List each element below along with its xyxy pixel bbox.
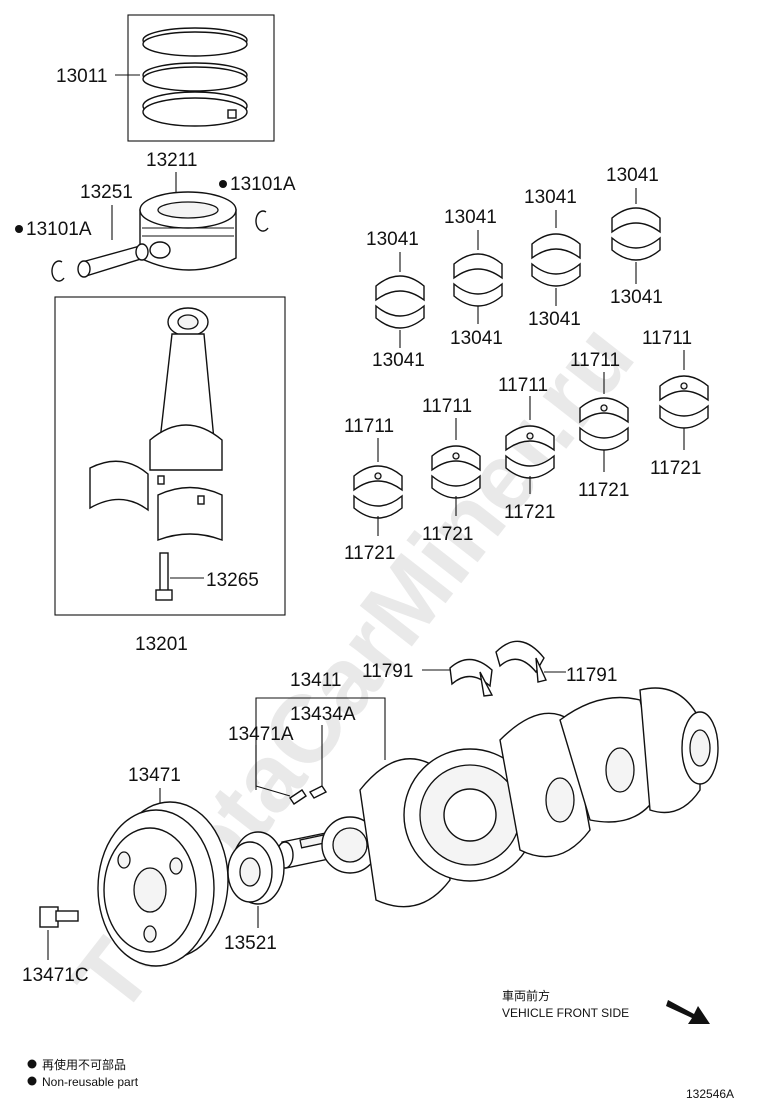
connecting-rod-illustration	[89, 307, 223, 542]
label-11711: 11711	[422, 396, 472, 417]
snap-ring-left	[51, 260, 65, 282]
label-13471A: 13471A	[228, 724, 294, 745]
figure-id: 132546A	[686, 1087, 734, 1101]
label-13471: 13471	[128, 765, 181, 786]
label-13101A-left: 13101A	[26, 219, 92, 240]
label-13251: 13251	[80, 182, 133, 203]
label-13101A-right: 13101A	[230, 174, 296, 195]
label-13041: 13041	[444, 207, 497, 228]
label-11711: 11711	[570, 350, 620, 371]
crankshaft-sprocket-illustration	[227, 831, 285, 905]
label-11711: 11711	[498, 375, 548, 396]
label-13041: 13041	[450, 328, 503, 349]
label-11721: 11721	[650, 458, 701, 479]
label-13011: 13011	[56, 66, 107, 87]
crankshaft-illustration	[276, 687, 719, 908]
label-11711: 11711	[642, 328, 692, 349]
non-reusable-dot-icon	[219, 180, 227, 188]
label-11721: 11721	[344, 543, 395, 564]
piston-rings-illustration	[142, 27, 248, 127]
label-13041: 13041	[366, 229, 419, 250]
main-bearing-row-13041	[375, 207, 661, 329]
label-11791: 11791	[566, 665, 617, 686]
label-13041: 13041	[372, 350, 425, 371]
piston-pin-illustration	[77, 243, 149, 278]
crankshaft-pulley-illustration	[97, 801, 229, 967]
label-13041: 13041	[528, 309, 581, 330]
label-13411: 13411	[290, 670, 341, 691]
vehicle-front-japanese: 車両前方	[502, 988, 550, 1003]
main-bearing-row-11711	[353, 375, 709, 519]
non-reusable-dot-icon	[27, 1076, 37, 1086]
front-arrow-icon	[666, 1000, 710, 1024]
vehicle-front-english: VEHICLE FRONT SIDE	[502, 1006, 629, 1020]
connecting-rod-box	[54, 296, 286, 616]
label-11791: 11791	[362, 661, 413, 682]
label-13041: 13041	[610, 287, 663, 308]
non-reusable-dot-icon	[27, 1059, 37, 1069]
label-13521: 13521	[224, 933, 277, 954]
label-13041: 13041	[524, 187, 577, 208]
label-11721: 11721	[578, 480, 629, 501]
label-13201: 13201	[135, 634, 188, 655]
woodruff-keys	[289, 785, 328, 805]
label-13211: 13211	[146, 150, 197, 171]
label-13471C: 13471C	[22, 965, 89, 986]
label-13041: 13041	[606, 165, 659, 186]
label-13434A: 13434A	[290, 704, 356, 725]
non-reusable-dot-icon	[15, 225, 23, 233]
label-11711: 11711	[344, 416, 394, 437]
label-11721: 11721	[422, 524, 473, 545]
snap-ring-right	[255, 210, 269, 232]
connecting-rod-bolt	[155, 552, 173, 601]
label-13265: 13265	[206, 570, 259, 591]
pulley-bolt-illustration	[39, 906, 79, 928]
label-11721: 11721	[504, 502, 555, 523]
legend-japanese: 再使用不可部品	[42, 1057, 126, 1072]
thrust-washer-right	[495, 640, 547, 683]
piston-ring-box	[127, 14, 275, 142]
legend-english: Non-reusable part	[42, 1075, 139, 1089]
piston-illustration	[139, 191, 237, 271]
thrust-washer-left	[449, 658, 494, 697]
